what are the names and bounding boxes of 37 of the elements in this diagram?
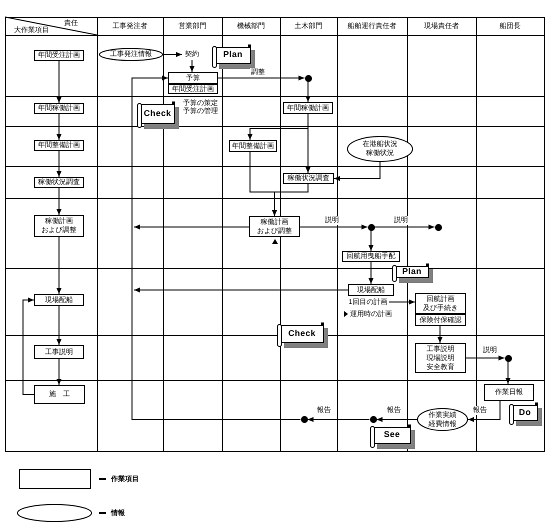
arrow <box>56 358 62 386</box>
arrow <box>466 356 505 360</box>
junction-dot <box>368 224 374 230</box>
arrow <box>134 288 348 292</box>
process-box <box>415 293 466 326</box>
arrow <box>56 60 62 104</box>
arrow <box>56 150 62 178</box>
arrow <box>468 400 500 422</box>
junction-dot <box>300 416 308 423</box>
junction-dot <box>504 354 512 362</box>
arrow <box>300 224 368 230</box>
arrow <box>132 76 301 420</box>
arrow <box>368 262 374 284</box>
arrow <box>334 162 380 181</box>
junction-dot <box>370 416 376 423</box>
process-box <box>168 72 218 94</box>
arrow <box>307 417 370 422</box>
arrow <box>218 76 305 80</box>
arrow <box>506 361 510 384</box>
arrow <box>368 230 374 252</box>
arrow <box>388 300 416 304</box>
arrow <box>374 224 435 230</box>
arrow <box>306 114 310 174</box>
junction-dot <box>304 74 312 82</box>
arrow <box>22 298 34 395</box>
junction-dot <box>434 224 442 230</box>
arrow <box>134 224 250 230</box>
arrow <box>56 188 62 216</box>
arrow <box>56 114 62 140</box>
arrow <box>376 417 418 422</box>
arrow <box>190 60 194 72</box>
arrow <box>162 52 182 57</box>
arrow <box>438 326 442 344</box>
arrow <box>56 236 62 294</box>
arrow <box>56 306 62 346</box>
arrow <box>272 184 308 216</box>
arrow <box>306 81 310 102</box>
